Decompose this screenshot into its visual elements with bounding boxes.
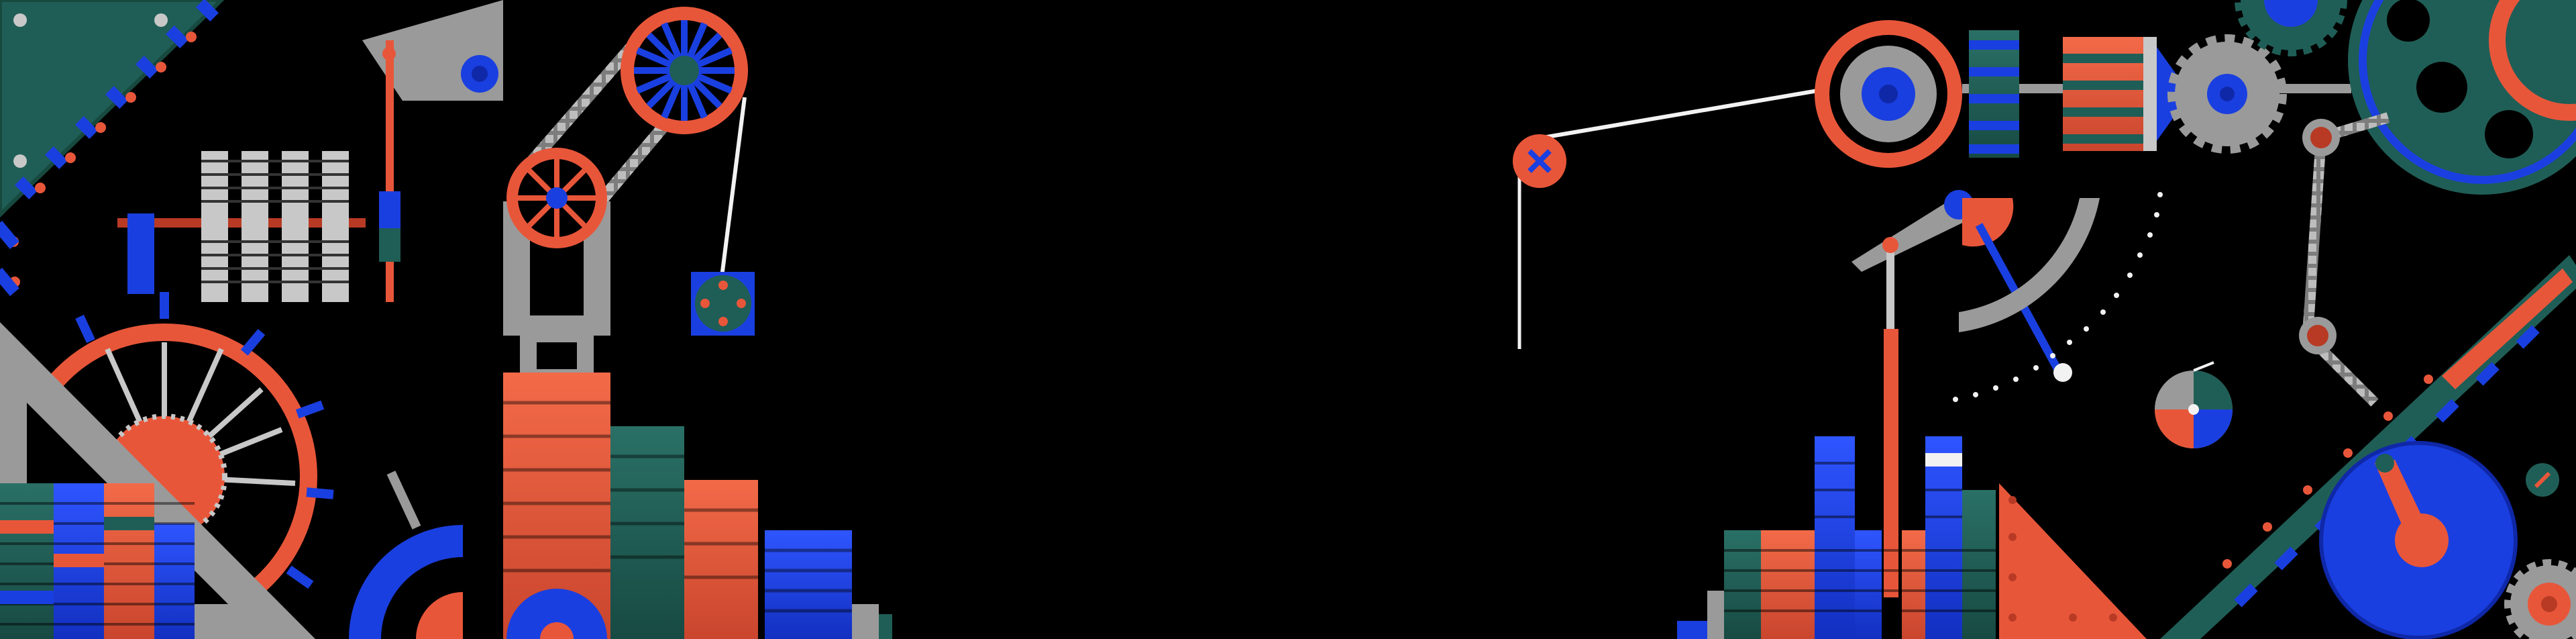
pulley-wheel-icon — [506, 148, 607, 248]
gear-icon — [2167, 34, 2287, 154]
teal-triangle-plate — [0, 0, 225, 297]
blue-arc-segment — [349, 471, 463, 639]
gear-icon — [2504, 559, 2576, 639]
coil-spring-axle — [117, 151, 366, 302]
large-teal-wheel — [2235, 0, 2576, 195]
pulley-tower — [503, 7, 755, 376]
pulley-wheel-icon — [621, 7, 748, 134]
pendulum-icon — [1851, 190, 2163, 597]
small-teal-disc — [2526, 463, 2559, 497]
pendulum-arm — [362, 0, 503, 302]
chain-belt-icon — [2299, 112, 2390, 407]
gear-assembly-top — [1815, 20, 2351, 168]
block-stack-right — [1677, 436, 1996, 639]
pendulum-rope — [1513, 89, 1819, 349]
block-stack-left — [0, 483, 195, 639]
block-stack-center — [503, 373, 892, 639]
orange-set-square — [1999, 483, 2147, 639]
pie-disk — [2155, 361, 2233, 448]
gear-icon — [2235, 0, 2347, 56]
piston-icon — [2319, 441, 2518, 639]
